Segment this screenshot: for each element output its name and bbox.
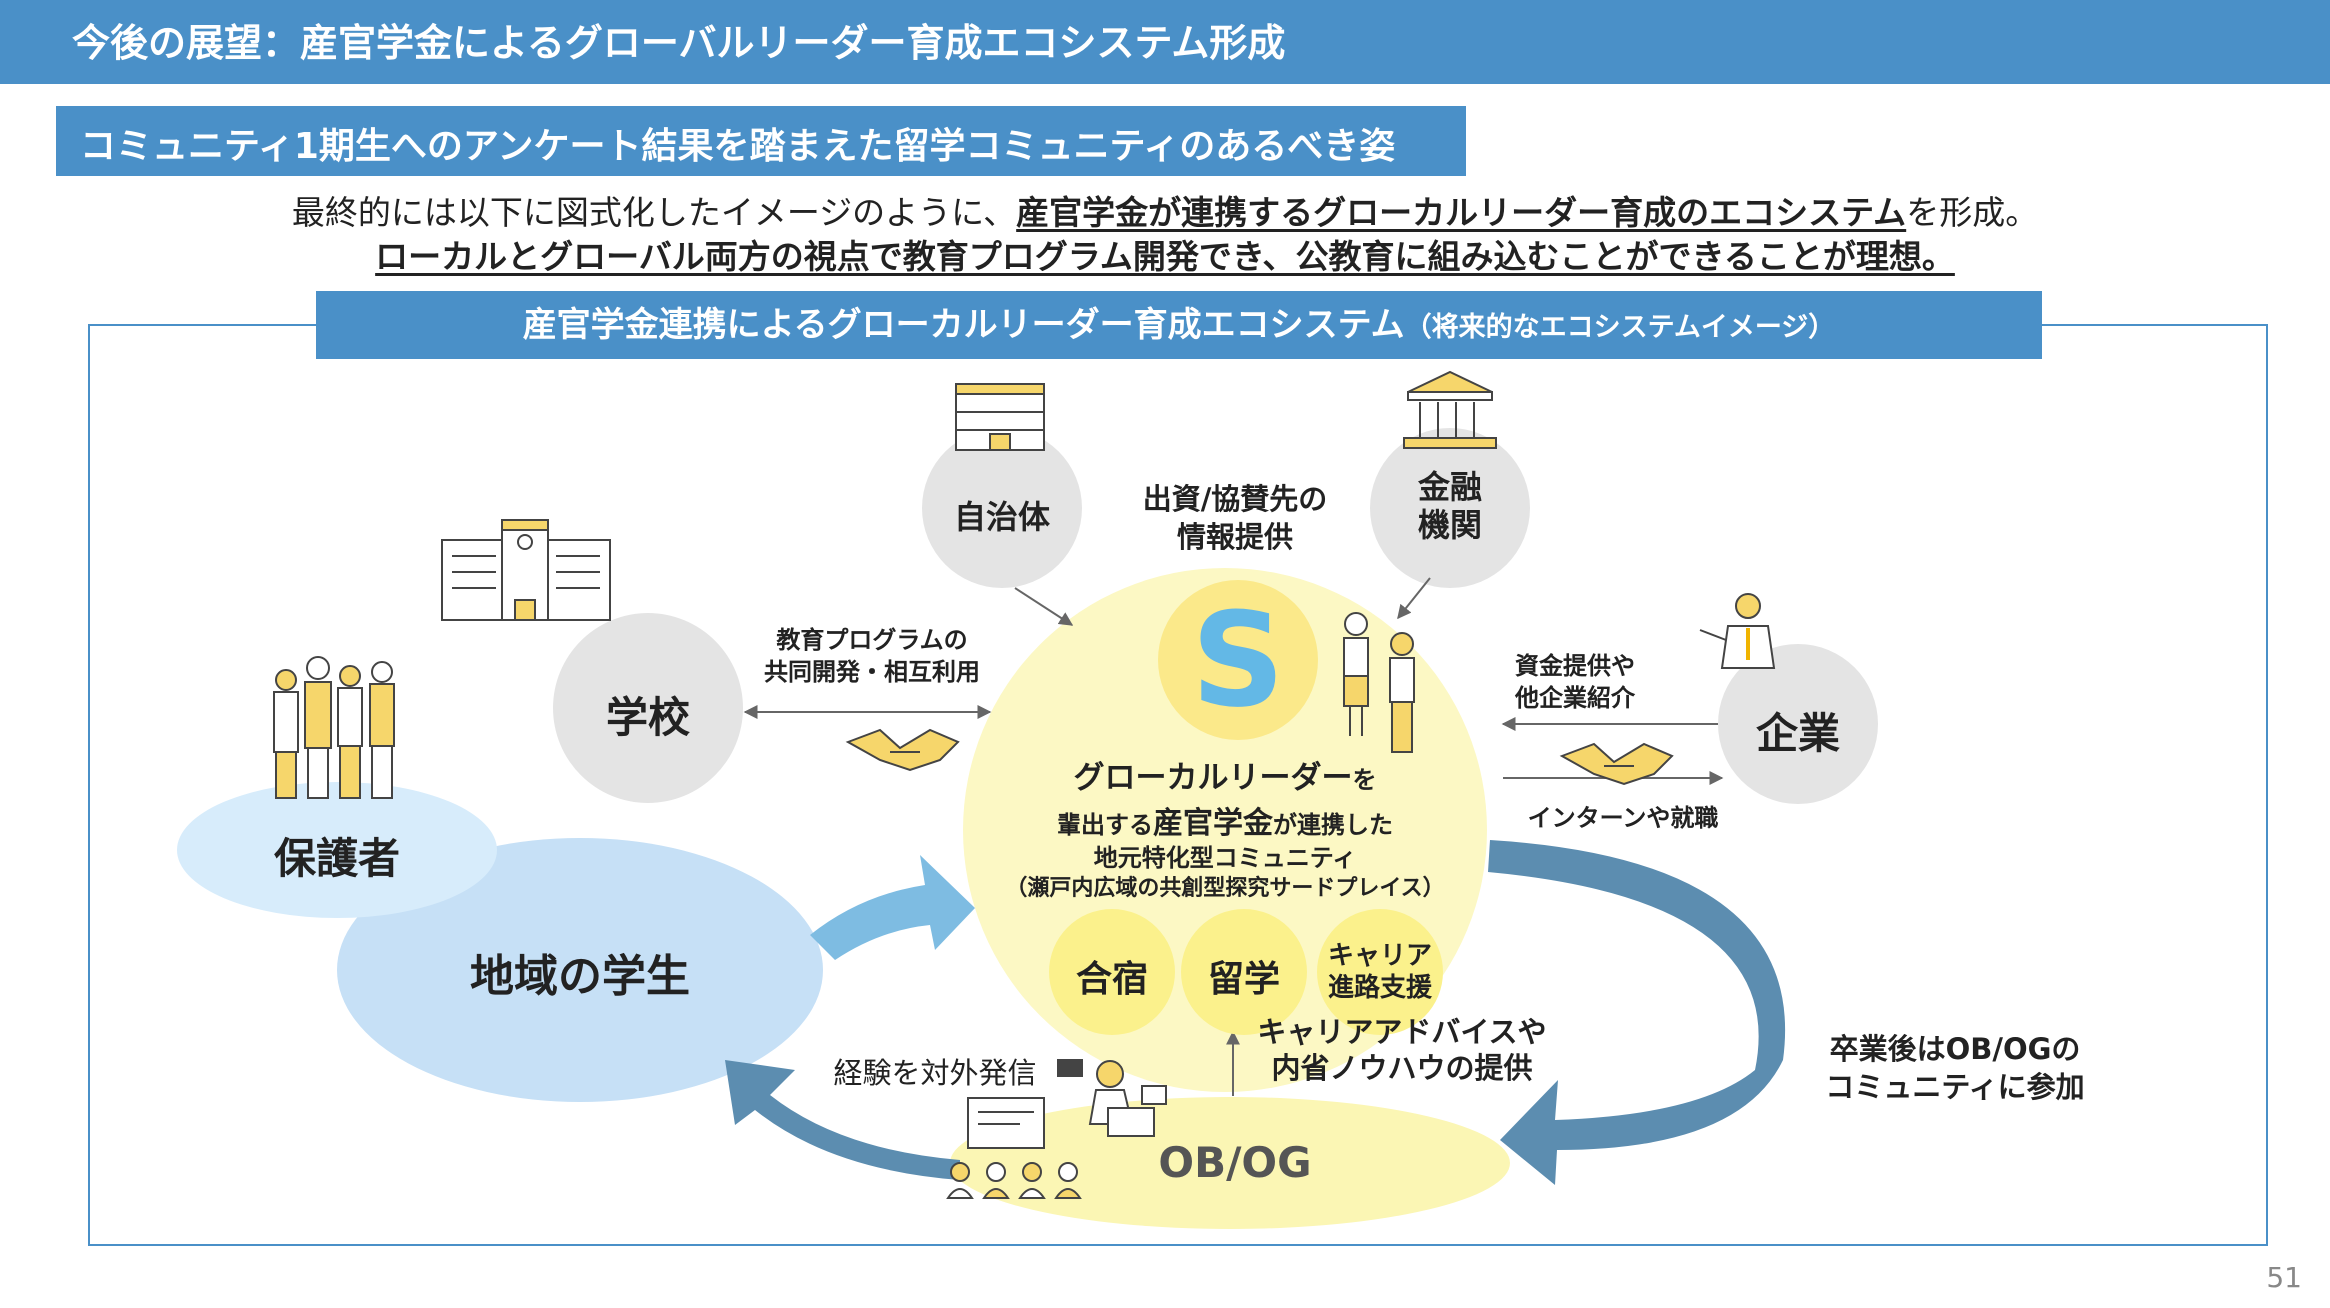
family-people-icon	[273, 656, 395, 799]
career-advice-label-line1: キャリアアドバイスや	[1257, 1015, 1547, 1049]
kinyu-label: 金融 機関	[1390, 468, 1510, 544]
kigyo-label: 企業	[1755, 709, 1840, 758]
shikin-label-line2: 他企業紹介	[1515, 684, 1635, 712]
subheading-bar	[56, 106, 1466, 176]
hogosha-label: 保護者	[273, 834, 400, 883]
intro-line-1-pre: 最終的には以下に図式化したイメージのように、	[291, 193, 1017, 232]
kinyu-arrow	[1397, 577, 1431, 620]
kinyu-label-line2: 機関	[1417, 506, 1482, 544]
sotsugyo-label-line1: 卒業後はOB/OGの	[1829, 1032, 2081, 1066]
career-label-line1: キャリア	[1327, 941, 1432, 971]
diagram-title: 産官学金連携によるグローカルリーダー育成エコシステム（将来的なエコシステムイメー…	[316, 291, 2042, 359]
subheading: コミュニティ1期生へのアンケート結果を踏まえた留学コミュニティのあるべき姿	[80, 126, 1396, 167]
center-line-2-b: 産官学金	[1153, 806, 1273, 841]
ryugaku-bubble	[1181, 909, 1307, 1035]
jichitai-label: 自治体	[953, 498, 1050, 536]
kyoiku-label-line2: 共同開発・相互利用	[764, 658, 980, 686]
jichitai-circle	[922, 428, 1082, 588]
diagram-title-note: （将来的なエコシステムイメージ）	[1404, 312, 1836, 343]
center-line-2: 輩出する産官学金が連携した	[965, 798, 1485, 842]
jichitai-arrow	[1014, 587, 1074, 626]
kinyu-circle	[1370, 428, 1530, 588]
students-to-community-arrow	[810, 855, 975, 960]
center-line-2-c: が連携した	[1273, 811, 1393, 839]
obog-label: OB/OG	[1158, 1138, 1312, 1187]
shusshi-label: 出資/協賛先の 情報提供	[1110, 480, 1360, 556]
intro-line-1-post: を形成。	[1906, 193, 2039, 232]
keiken-label: 経験を対外発信	[833, 1056, 1037, 1090]
header-bar	[0, 0, 2330, 84]
school-building-icon	[441, 519, 611, 621]
diagram-title-main: 産官学金連携によるグローカルリーダー育成エコシステム	[522, 305, 1405, 345]
career-label-line2: 進路支援	[1327, 973, 1432, 1003]
handshake-icon	[845, 728, 960, 772]
government-building-icon	[955, 383, 1045, 451]
chiiki-gakusei-label: 地域の学生	[470, 951, 690, 1002]
intro-line-2-text: ローカルとグローバル両方の視点で教育プログラム開発でき、公教育に組み込むことがで…	[375, 237, 1955, 276]
audience-icon	[946, 1162, 1082, 1199]
page-number: 51	[2266, 1261, 2302, 1294]
kigyo-circle	[1718, 644, 1878, 804]
s-logo-circle	[1158, 580, 1318, 740]
center-line-4: （瀬戸内広域の共創型探究サードプレイス）	[1005, 876, 1445, 901]
gasshuku-label: 合宿	[1075, 959, 1148, 1000]
career-advice-label-line2: 内省ノウハウの提供	[1271, 1051, 1533, 1085]
bank-icon	[1403, 370, 1497, 449]
students-people-icon	[1343, 612, 1415, 753]
center-line-2-a: 輩出する	[1057, 811, 1153, 839]
gakko-circle	[553, 613, 743, 803]
s-logo: S	[1191, 584, 1285, 736]
obog-to-students-arrow	[725, 1060, 960, 1180]
shikin-label: 資金提供や 他企業紹介	[1490, 650, 1660, 714]
diagram-title-bar	[316, 291, 2042, 359]
businessman-icon	[1699, 593, 1776, 669]
ryugaku-label: 留学	[1207, 959, 1280, 1000]
obog-ellipse	[950, 1097, 1510, 1229]
center-line-1-a: グローカルリーダー	[1073, 760, 1353, 796]
community-to-obog-arrow	[1488, 840, 1786, 1185]
streaming-person-icon	[967, 1059, 1167, 1149]
center-line-1: グローカルリーダーを	[965, 752, 1485, 797]
intro-line-1: 最終的には以下に図式化したイメージのように、産官学金が連携するグローカルリーダー…	[0, 186, 2330, 234]
sotsugyo-label-line2: コミュニティに参加	[1825, 1070, 2085, 1104]
handshake-icon	[1559, 742, 1674, 786]
kyoiku-label-line1: 教育プログラムの	[776, 626, 968, 654]
page-title: 今後の展望：産官学金によるグローバルリーダー育成エコシステム形成	[72, 21, 1286, 65]
career-bubble	[1317, 909, 1443, 1035]
career-label: キャリア 進路支援	[1320, 940, 1440, 1004]
hogosha-ellipse	[177, 782, 497, 918]
intern-label: インターンや就職	[1527, 804, 1719, 832]
intro-line-2: ローカルとグローバル両方の視点で教育プログラム開発でき、公教育に組み込むことがで…	[0, 230, 2330, 278]
gakko-label: 学校	[605, 693, 690, 742]
shusshi-label-line1: 出資/協賛先の	[1142, 482, 1328, 516]
shikin-label-line1: 資金提供や	[1515, 652, 1635, 680]
chiiki-gakusei-ellipse	[337, 838, 823, 1102]
kinyu-label-line1: 金融	[1417, 468, 1482, 506]
center-line-3: 地元特化型コミュニティ	[1093, 844, 1357, 872]
center-line-1-b: を	[1352, 766, 1377, 794]
career-advice-label: キャリアアドバイスや 内省ノウハウの提供	[1252, 1014, 1552, 1086]
gasshuku-bubble	[1049, 909, 1175, 1035]
sotsugyo-label: 卒業後はOB/OGの コミュニティに参加	[1805, 1030, 2105, 1106]
kyoiku-label: 教育プログラムの 共同開発・相互利用	[742, 624, 1002, 688]
intro-line-1-emphasis: 産官学金が連携するグローカルリーダー育成のエコシステム	[1016, 193, 1907, 232]
shusshi-label-line2: 情報提供	[1176, 520, 1293, 554]
